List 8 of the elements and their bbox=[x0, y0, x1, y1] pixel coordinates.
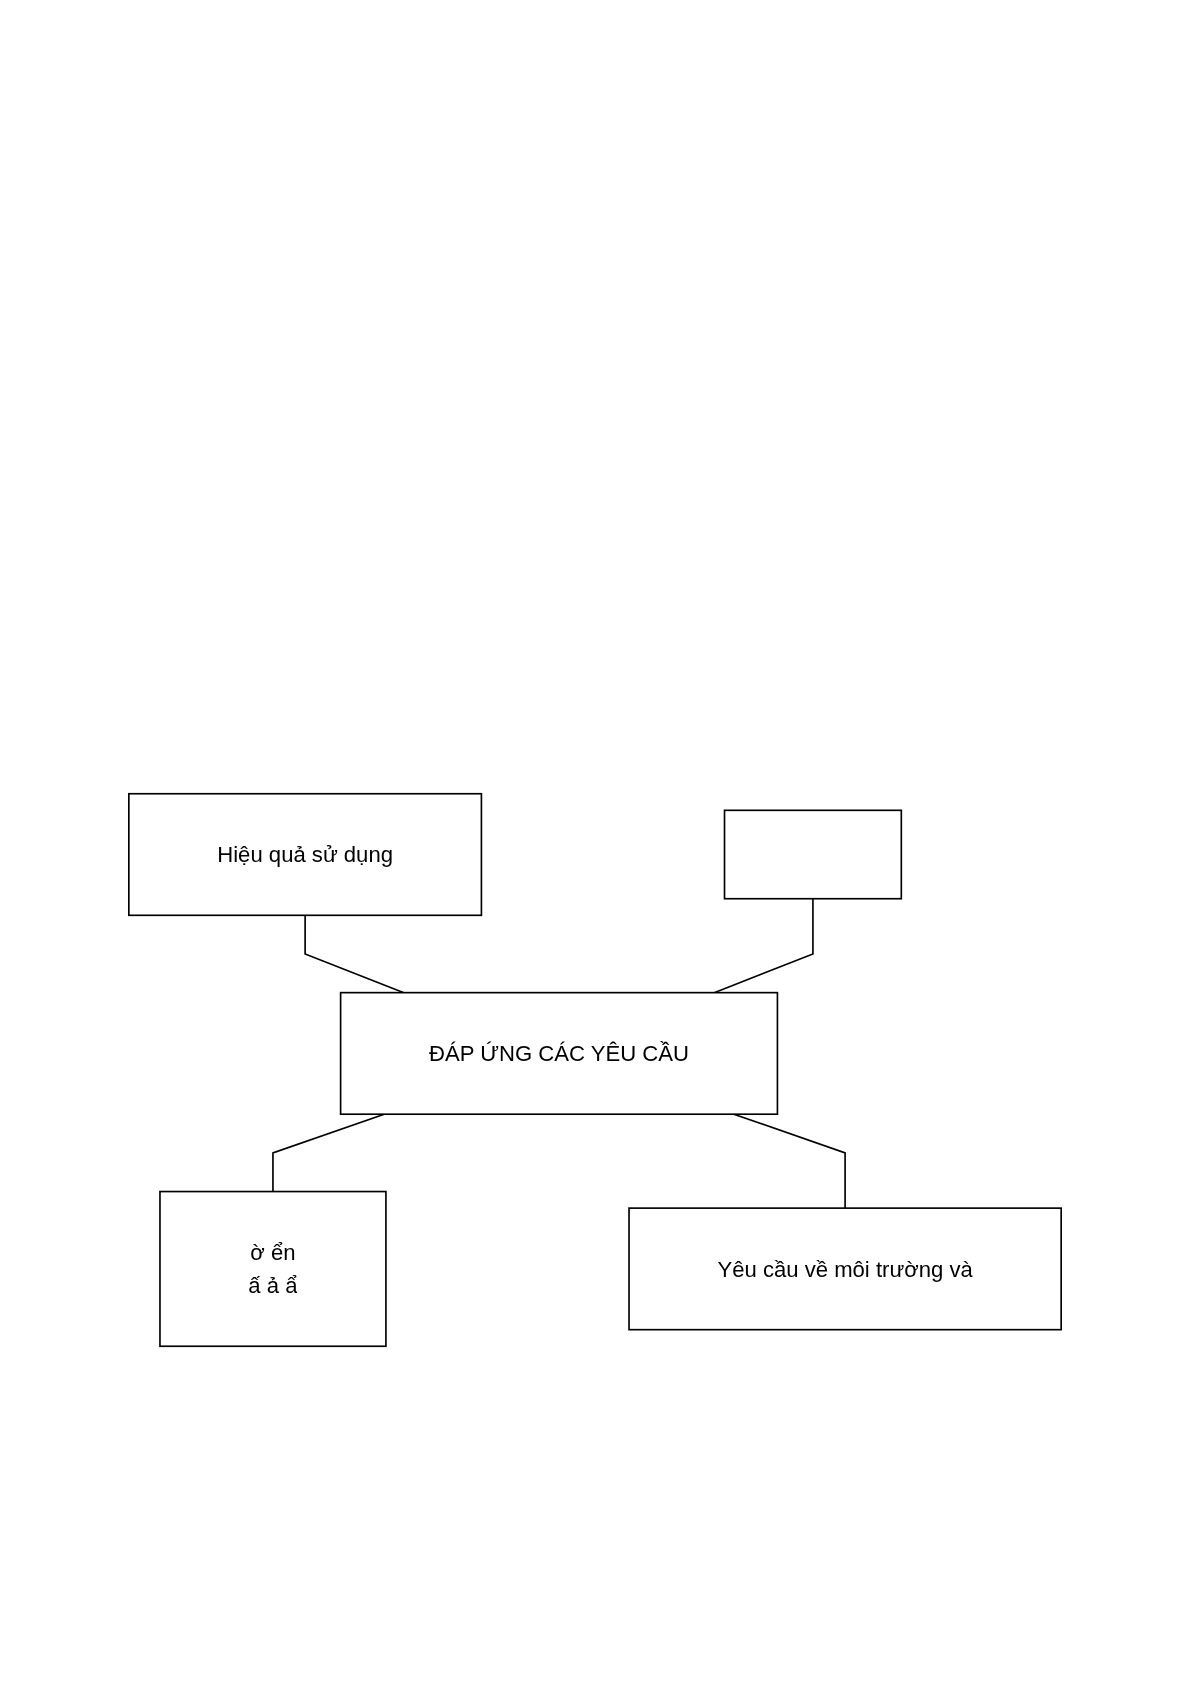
node-box: ờ ển ấ ả ẩ bbox=[159, 1190, 387, 1348]
node-box: ĐÁP ỨNG CÁC YÊU CẦU bbox=[339, 991, 779, 1116]
connector bbox=[733, 1113, 846, 1209]
node-box: Hiệu quả sử dụng bbox=[128, 792, 483, 917]
node-box bbox=[723, 809, 903, 900]
connector bbox=[713, 897, 814, 994]
connector bbox=[304, 914, 405, 994]
node-box: Yêu cầu về môi trường và bbox=[628, 1207, 1062, 1331]
